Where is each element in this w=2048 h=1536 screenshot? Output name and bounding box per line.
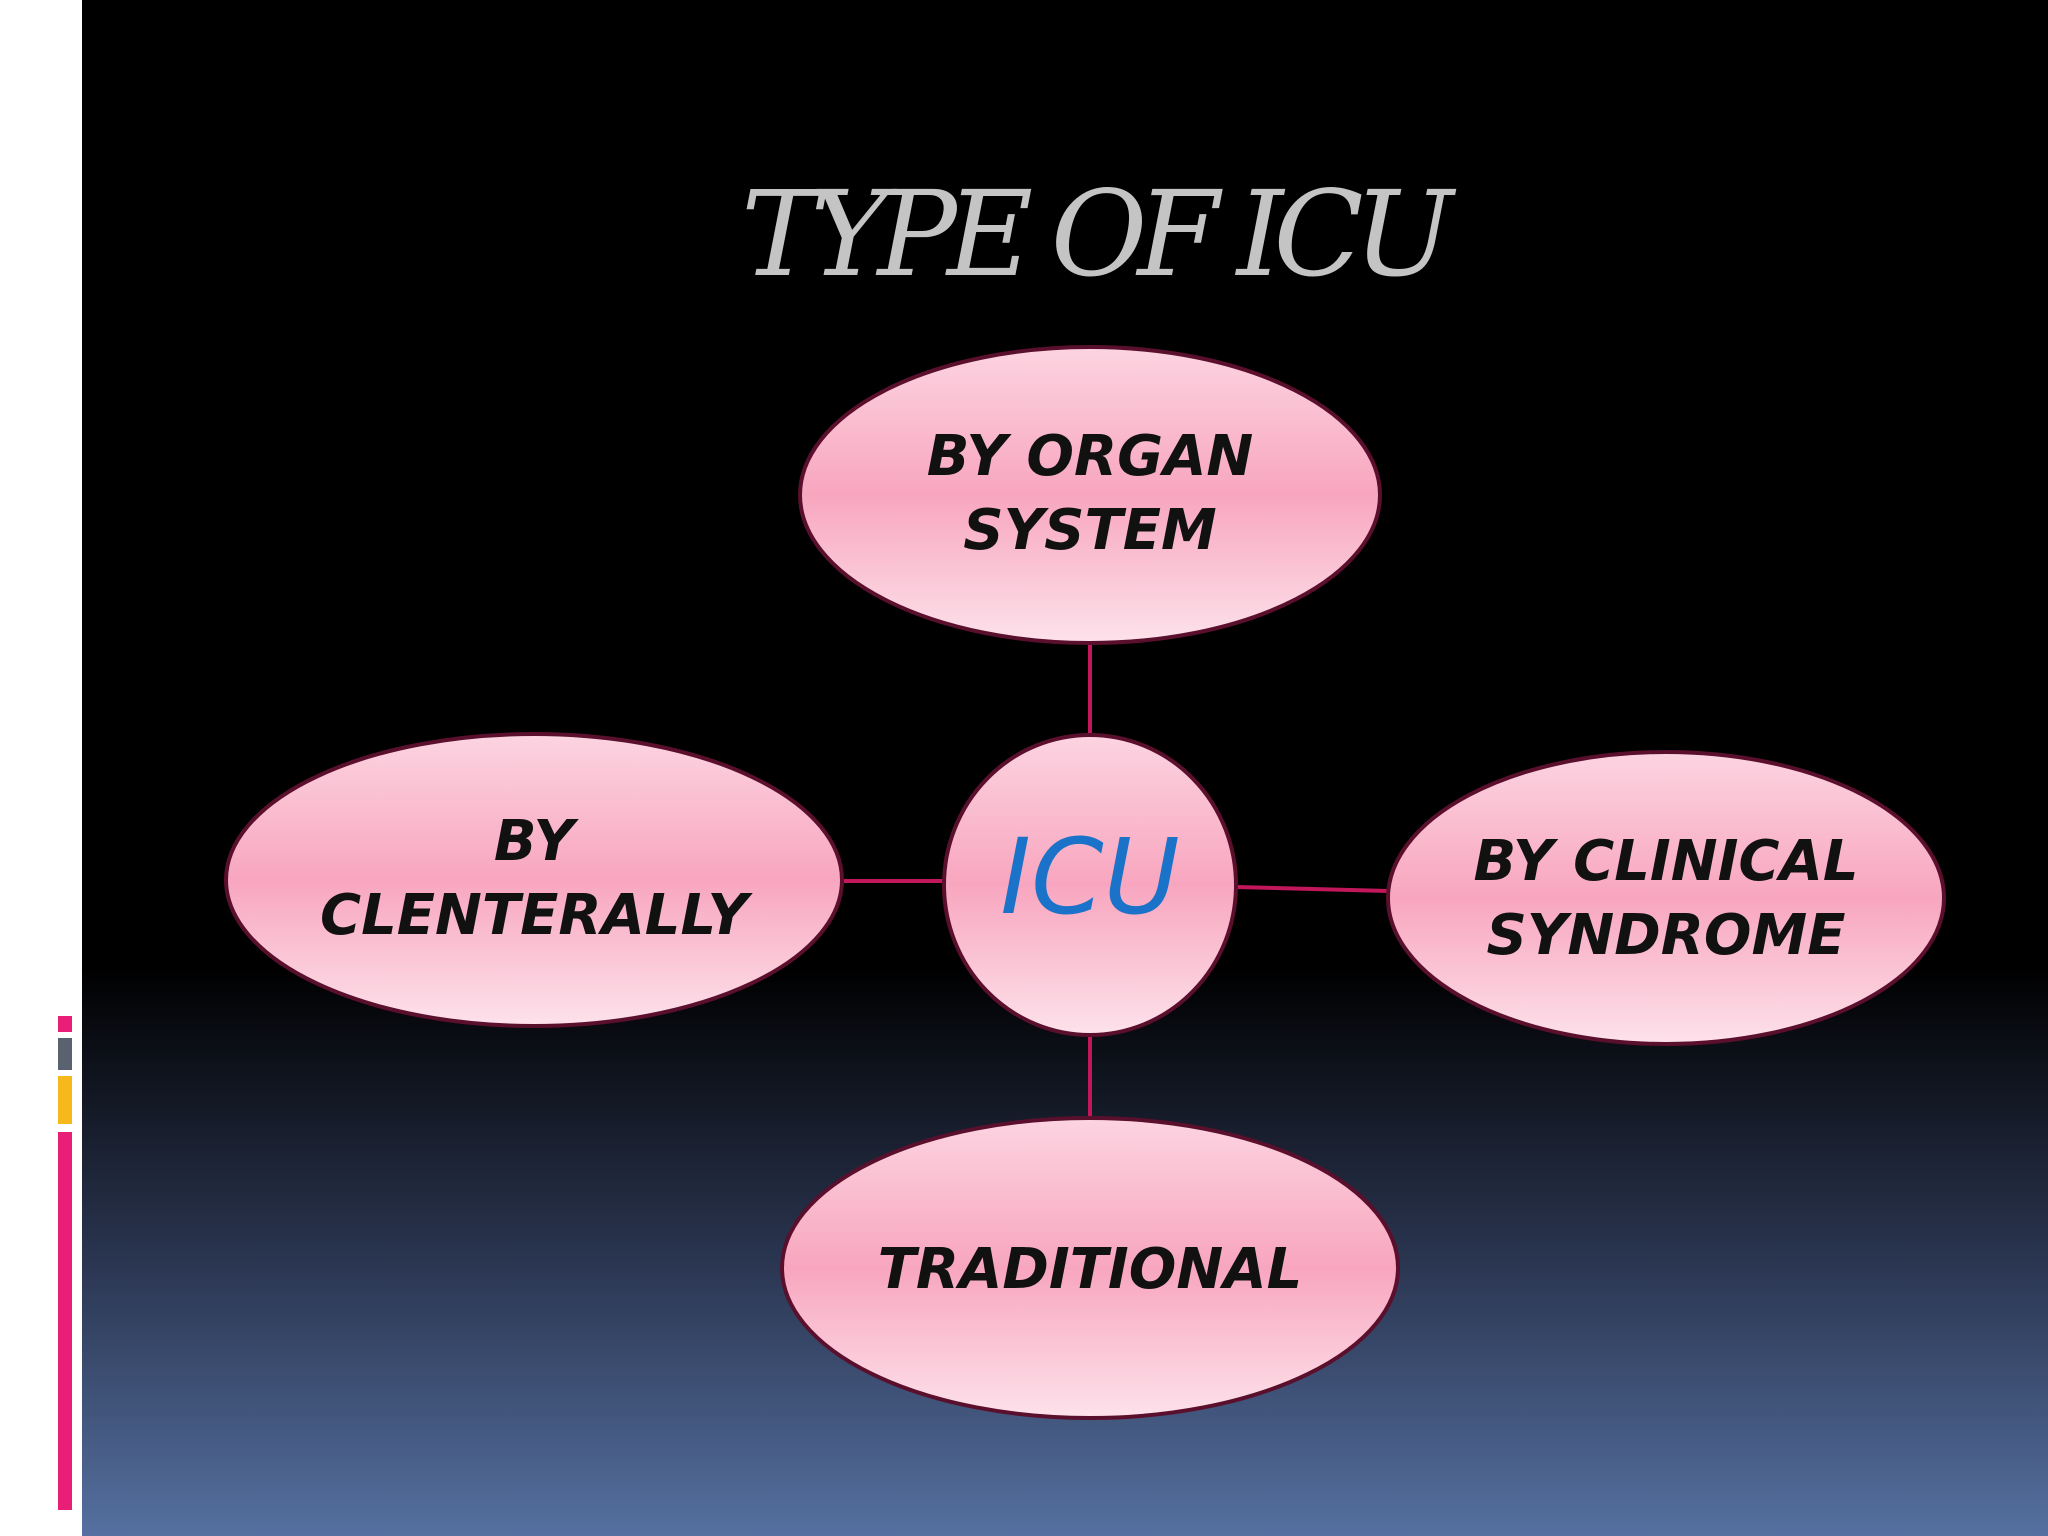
connector-right	[1235, 885, 1389, 893]
center-label: ICU	[1000, 816, 1179, 938]
node-by-clenterally: BY CLENTERALLY	[224, 732, 844, 1028]
accent-bars	[58, 1016, 72, 1510]
node-shape	[224, 732, 844, 1028]
node-label-line: BY	[494, 809, 580, 874]
accent-bar-pink-tall	[58, 1132, 72, 1510]
node-traditional: TRADITIONAL	[780, 1116, 1400, 1420]
node-by-clinical-syndrome: BY CLINICAL SYNDROME	[1386, 750, 1946, 1046]
node-shape	[942, 733, 1238, 1037]
node-label-line: BY ORGAN	[927, 424, 1254, 489]
barcode-decoration	[48, 150, 81, 234]
accent-bar-yellow	[58, 1076, 72, 1124]
node-shape	[780, 1116, 1400, 1420]
connectors	[838, 640, 1389, 1120]
node-label-line: SYSTEM	[963, 498, 1216, 563]
node-label-line: SYNDROME	[1487, 903, 1846, 968]
node-shape	[1386, 750, 1946, 1046]
node-label-line: CLENTERALLY	[320, 883, 753, 948]
node-label-line: TRADITIONAL	[878, 1237, 1303, 1302]
slide-title: TYPE OF ICU	[741, 165, 1457, 303]
node-center-icu: ICU	[942, 733, 1238, 1037]
node-by-organ-system: BY ORGAN SYSTEM	[798, 345, 1382, 645]
node-shape	[798, 345, 1382, 645]
accent-bar-gray	[58, 1038, 72, 1070]
node-label-line: BY CLINICAL	[1473, 829, 1858, 894]
accent-bar-pink-small	[58, 1016, 72, 1032]
